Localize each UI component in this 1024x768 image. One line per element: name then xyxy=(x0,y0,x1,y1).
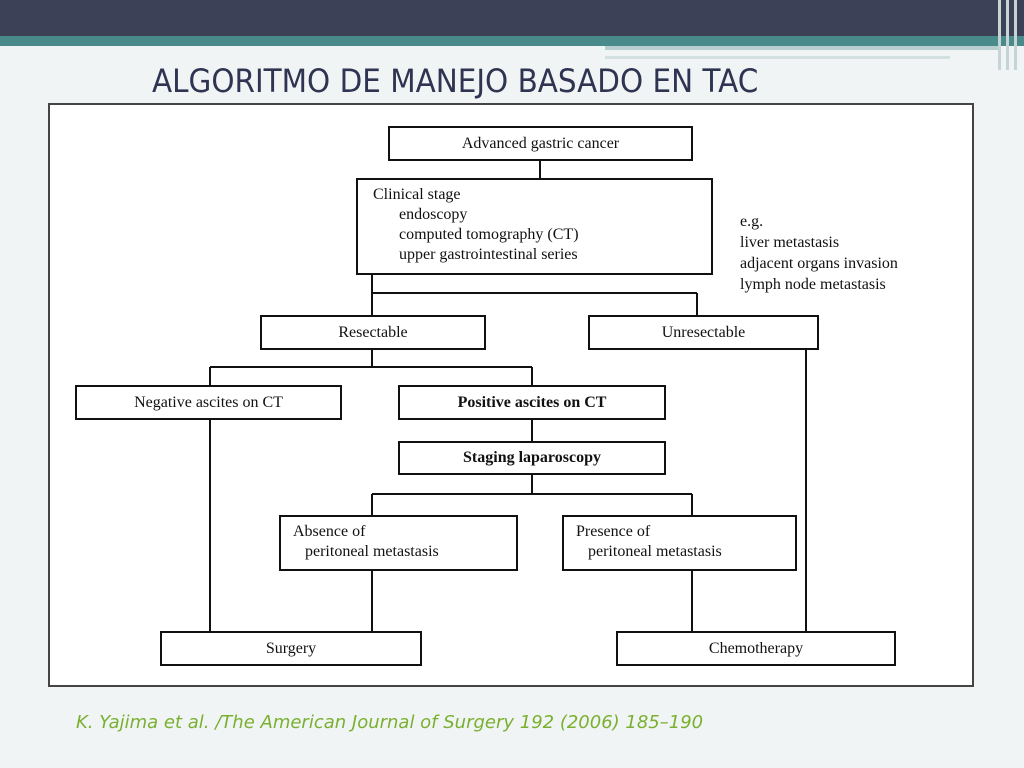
note-item: lymph node metastasis xyxy=(740,276,886,293)
node-label: Negative ascites on CT xyxy=(134,393,283,411)
node-label: Positive ascites on CT xyxy=(457,393,607,411)
note-heading: e.g. xyxy=(740,213,764,230)
node-label: peritoneal metastasis xyxy=(305,543,439,560)
node-label: Resectable xyxy=(338,323,408,341)
unresectable-examples-note: e.g. liver metastasis adjacent organs in… xyxy=(740,211,898,295)
slide-title: ALGORITMO DE MANEJO BASADO EN TAC xyxy=(152,62,759,100)
header-accent-bar xyxy=(0,36,1024,46)
node-unresectable: Unresectable xyxy=(588,315,819,350)
flowchart-connectors xyxy=(209,160,807,631)
node-label: Unresectable xyxy=(661,323,746,341)
node-positive-ascites: Positive ascites on CT xyxy=(398,385,666,420)
node-absence-peritoneal-metastasis: Absence of peritoneal metastasis xyxy=(279,515,518,571)
node-negative-ascites: Negative ascites on CT xyxy=(75,385,342,420)
node-label: peritoneal metastasis xyxy=(588,543,722,560)
source-citation: K. Yajima et al. /The American Journal o… xyxy=(76,712,704,733)
node-item: computed tomography (CT) xyxy=(399,226,579,243)
node-advanced-gastric-cancer: Advanced gastric cancer xyxy=(388,126,693,161)
node-item: upper gastrointestinal series xyxy=(399,246,578,263)
node-surgery: Surgery xyxy=(160,631,422,666)
header-accent-line xyxy=(605,46,1000,50)
node-chemotherapy: Chemotherapy xyxy=(616,631,896,666)
header-edge-decoration xyxy=(994,0,1024,70)
note-item: adjacent organs invasion xyxy=(740,255,898,272)
node-heading: Clinical stage xyxy=(373,186,461,203)
node-label: Presence of xyxy=(576,523,651,540)
node-clinical-stage: Clinical stage endoscopy computed tomogr… xyxy=(356,178,713,275)
node-label: Absence of xyxy=(293,523,366,540)
node-label: Staging laparoscopy xyxy=(463,449,601,466)
node-label: Surgery xyxy=(265,639,317,657)
node-resectable: Resectable xyxy=(260,315,486,350)
flowchart: Advanced gastric cancer Clinical stage e… xyxy=(48,103,974,687)
header-bar xyxy=(0,0,1024,36)
note-item: liver metastasis xyxy=(740,234,840,251)
node-item: endoscopy xyxy=(399,206,468,223)
node-label: Advanced gastric cancer xyxy=(461,134,620,152)
header-accent-line-2 xyxy=(605,56,950,59)
node-presence-peritoneal-metastasis: Presence of peritoneal metastasis xyxy=(562,515,797,571)
node-staging-laparoscopy: Staging laparoscopy xyxy=(398,441,666,475)
node-label: Chemotherapy xyxy=(708,639,804,657)
